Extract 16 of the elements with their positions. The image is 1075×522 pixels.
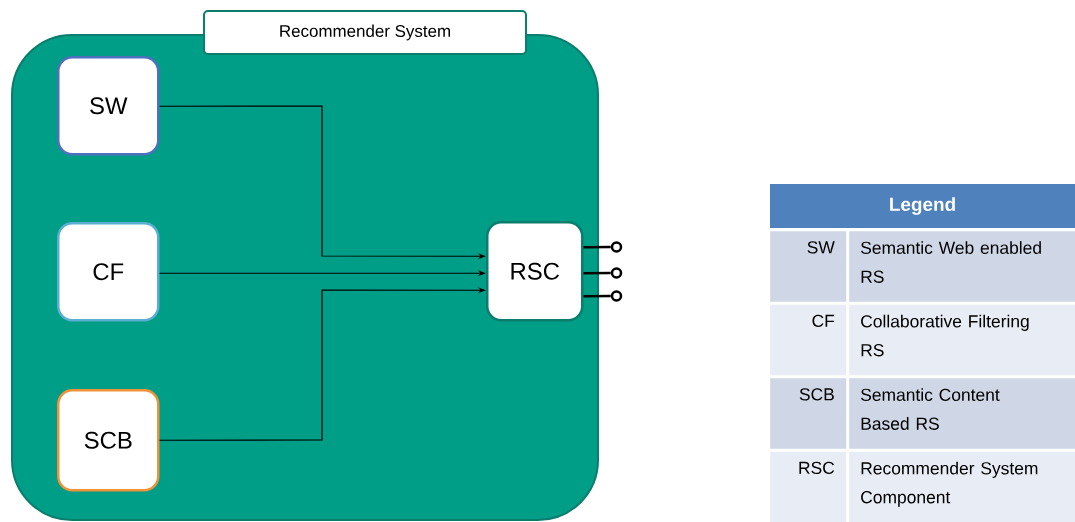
table-cell: SCB	[770, 378, 847, 449]
table-header: Legend	[770, 184, 1075, 228]
table-cell: Semantic Web enabled RS	[849, 231, 1075, 302]
component-box: RSC	[486, 221, 584, 322]
table-cell: Collaborative Filtering RS	[849, 304, 1075, 376]
table-cell: Recommender System Component	[849, 451, 1075, 522]
component-box: SW	[57, 56, 160, 156]
connector-line	[583, 294, 611, 298]
connector-line	[583, 245, 611, 249]
component-box: CF	[57, 222, 160, 322]
table-cell: RSC	[770, 451, 847, 522]
table-cell: Semantic Content Based RS	[849, 378, 1075, 449]
component-box: SCB	[57, 389, 160, 492]
connector-line	[583, 271, 611, 275]
table-cell: SW	[770, 231, 847, 302]
table-cell: CF	[770, 304, 847, 376]
